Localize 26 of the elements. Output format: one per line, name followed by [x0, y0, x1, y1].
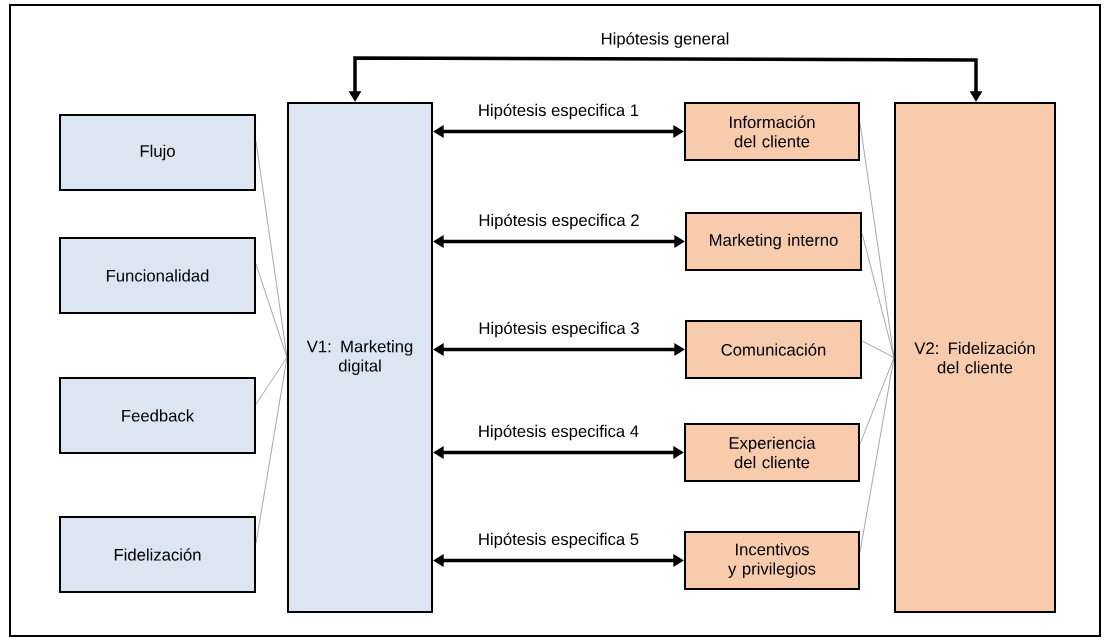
- factor-box: Fidelización: [59, 516, 256, 593]
- connector-line: [859, 122, 895, 358]
- edge-label: Hipótesis especifica 3: [479, 321, 639, 338]
- connector-line: [255, 140, 288, 358]
- dimension-box: Marketing interno: [685, 212, 862, 271]
- dimension-box: Comunicación: [685, 320, 862, 379]
- edge-label: Hipótesis general: [602, 32, 729, 48]
- connector-line: [861, 340, 895, 358]
- variable-box: V1: Marketing digital: [287, 102, 433, 613]
- factor-box: Funcionalidad: [59, 237, 256, 314]
- connector-line: [255, 357, 288, 405]
- connector-line: [255, 263, 288, 358]
- dimension-box: Experiencia del cliente: [684, 423, 860, 482]
- variable-box: V2: Fidelización del cliente: [894, 102, 1056, 613]
- factor-box: Feedback: [59, 377, 256, 454]
- edge-label: Hipótesis especifica 1: [479, 103, 639, 120]
- connector-line: [255, 357, 288, 544]
- edge-label: Hipótesis especifica 2: [479, 213, 639, 230]
- connector-line: [861, 232, 895, 358]
- dimension-box: Información del cliente: [684, 102, 860, 161]
- dimension-box: Incentivos y privilegios: [684, 531, 860, 590]
- connector-line: [859, 357, 895, 553]
- edge-label: Hipótesis especifica 5: [479, 532, 639, 549]
- edge-label: Hipótesis especifica 4: [479, 424, 639, 441]
- factor-box: Flujo: [59, 114, 256, 191]
- connector-line: [859, 357, 895, 445]
